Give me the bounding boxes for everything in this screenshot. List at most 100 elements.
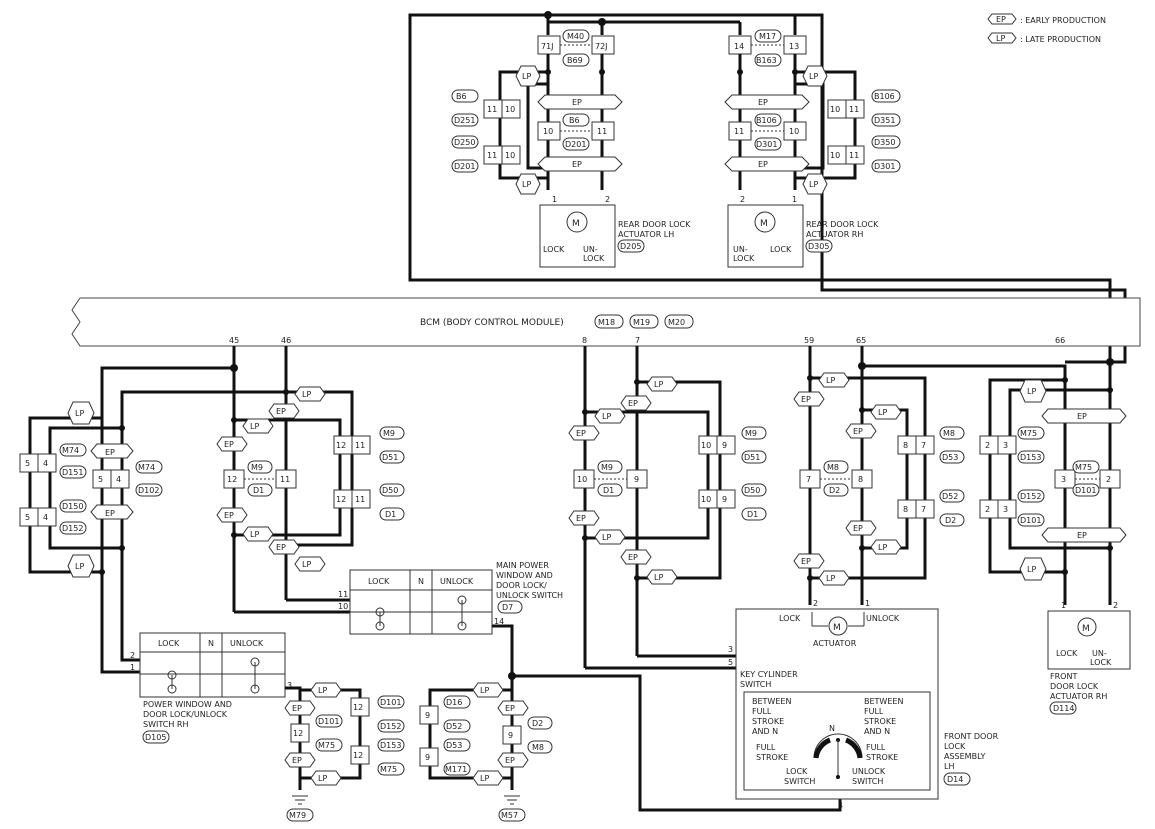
m79-ep-1: EP — [292, 704, 302, 713]
m79-r-pin-12b: 12 — [353, 751, 363, 760]
fr-ep-upper: EP — [1077, 412, 1087, 421]
g45-ep-2: EP — [224, 440, 234, 449]
bcm-pin-59: 59 — [804, 336, 814, 345]
g87-ep-2: EP — [576, 429, 586, 438]
g5965-r-conn-d52: D52 — [942, 492, 958, 501]
ground-m79-circuit: LP EP EP LP 12 D101 M75 12 12 D101 D152 … — [284, 682, 405, 822]
g87-r-conn-d50: D50 — [744, 486, 760, 495]
main-sw-n: N — [418, 577, 424, 586]
g5965-r-pin-7b: 7 — [921, 505, 926, 514]
g45-conn-d1: D1 — [253, 486, 264, 495]
rear-lh-name-2: ACTUATOR LH — [618, 230, 674, 239]
m57-conn-m171: M171 — [445, 765, 467, 774]
fl-name-4: LH — [944, 762, 954, 771]
fr-pin-3a: 3 — [1003, 441, 1008, 450]
left-pin-5a: 5 — [25, 459, 30, 468]
g45-r-conn-m9: M9 — [383, 429, 395, 438]
fr-name-3: ACTUATOR RH — [1050, 692, 1107, 701]
fl-between-l-2: FULL — [752, 707, 772, 716]
rear-rh-pin-l2: 11 — [849, 151, 859, 160]
g5965-ep-4: EP — [801, 557, 811, 566]
fr-act-pin-1: 1 — [1061, 601, 1066, 610]
fl-unlock-switch-2: SWITCH — [852, 777, 883, 786]
g87-conn-d1: D1 — [603, 486, 614, 495]
fr-pin-3c: 3 — [1061, 475, 1066, 484]
fl-pin-1: 1 — [865, 599, 870, 608]
g5965-conn-m8: M8 — [827, 463, 839, 472]
left-pin-4b: 4 — [43, 513, 48, 522]
power-window-switch-rh: LOCK N UNLOCK 2 1 3 POWER WINDOW AND DOO… — [130, 632, 292, 744]
left-lp-lower: LP — [75, 562, 84, 571]
g5965-r-pin-8a: 8 — [903, 441, 908, 450]
g87-lp-2: LP — [602, 412, 611, 421]
left-conn-m74b: M74 — [138, 463, 155, 472]
main-sw-pin-11: 11 — [338, 590, 348, 599]
main-sw-unlock: UNLOCK — [440, 577, 474, 586]
rear-lh-pin-u1: 11 — [487, 105, 497, 114]
rear-rh-conn: D305 — [808, 242, 829, 251]
bcm-module: BCM (BODY CONTROL MODULE) M18 M19 M20 45… — [71, 297, 1141, 347]
fl-between-r-2: FULL — [864, 707, 884, 716]
rear-rh-side-conn-4: D301 — [874, 162, 895, 171]
g87-r-conn-d51: D51 — [744, 453, 760, 462]
g87-r-pin-10a: 10 — [701, 441, 711, 450]
fl-name-3: ASSEMBLY — [944, 752, 985, 761]
rear-lh-motor: M — [572, 219, 580, 229]
g45-ep-top: EP — [276, 407, 286, 416]
rear-rh-side-conn-3: D350 — [874, 138, 895, 147]
left-conn-d150: D150 — [62, 502, 83, 511]
fr-motor: M — [1082, 624, 1090, 634]
rear-lh-ep-lower: EP — [572, 160, 582, 169]
fl-actuator: ACTUATOR — [813, 639, 857, 648]
m79-conn-d101: D101 — [318, 717, 339, 726]
fr-conn-d101: D101 — [1020, 516, 1041, 525]
main-sw-pin-14: 14 — [494, 617, 504, 626]
g87-ep-1: EP — [628, 399, 638, 408]
bcm-pin-8: 8 — [582, 336, 587, 345]
bcm-conn-2: M19 — [633, 318, 650, 327]
g5965-conn-d2: D2 — [829, 486, 840, 495]
main-sw-conn: D7 — [502, 603, 513, 612]
left-conn-d152: D152 — [62, 524, 83, 533]
g45-pin-12: 12 — [227, 475, 237, 484]
rear-rh-pin-u1: 10 — [830, 105, 840, 114]
pw-sw-n: N — [208, 639, 214, 648]
m79-lp-top: LP — [318, 686, 327, 695]
g45-conn-m9: M9 — [251, 463, 263, 472]
g5965-pin-7: 7 — [806, 475, 811, 484]
fr-act-pin-2: 2 — [1113, 601, 1118, 610]
rear-rh-unlock-2: LOCK — [733, 254, 755, 263]
pw-sw-pin-1: 1 — [130, 663, 135, 672]
fl-pin-4: 4 — [838, 801, 843, 810]
g87-r-conn-m9: M9 — [745, 429, 757, 438]
rear-door-rh-circuit: 14 13 M17 B163 LP LP 10 11 10 11 B106 D3… — [724, 29, 901, 268]
left-door-switch-wiring: LP LP EP EP 5 4 5 4 5 4 M74 D151 M74 D10… — [19, 346, 405, 674]
g5965-r-conn-d53: D53 — [942, 453, 958, 462]
fl-lock: LOCK — [779, 614, 801, 623]
g5965-ep-2: EP — [853, 427, 863, 436]
bcm-conn-3: M20 — [668, 318, 685, 327]
g5965-r-pin-7a: 7 — [921, 441, 926, 450]
fl-between-r-3: STROKE — [864, 717, 896, 726]
fr-unlock-1: UN- — [1092, 649, 1107, 658]
fr-unlock-2: LOCK — [1090, 658, 1112, 667]
fl-between-l-3: STROKE — [752, 717, 784, 726]
g5965-r-conn-m8: M8 — [943, 429, 955, 438]
fl-unlock: UNLOCK — [866, 614, 900, 623]
m57-conn-d53: D53 — [446, 741, 462, 750]
m57-conn-d2: D2 — [532, 719, 543, 728]
fl-full-r-1: FULL — [866, 743, 886, 752]
rear-rh-pin-l1: 10 — [830, 151, 840, 160]
m79-r-conn-d152: D152 — [380, 722, 401, 731]
g87-r-pin-9a: 9 — [722, 441, 727, 450]
pw-sw-unlock: UNLOCK — [230, 639, 264, 648]
rear-lh-ep-upper: EP — [572, 98, 582, 107]
bcm-pin-7: 7 — [635, 336, 640, 345]
legend-ep-code: EP — [996, 15, 1006, 24]
main-sw-lock: LOCK — [368, 577, 390, 586]
g45-r-pin-11b: 11 — [355, 495, 365, 504]
g87-lp-3: LP — [602, 533, 611, 542]
rear-lh-side-conn-1: B6 — [456, 92, 467, 101]
rear-rh-unlock-1: UN- — [733, 245, 748, 254]
legend-lp-code: LP — [996, 34, 1005, 43]
